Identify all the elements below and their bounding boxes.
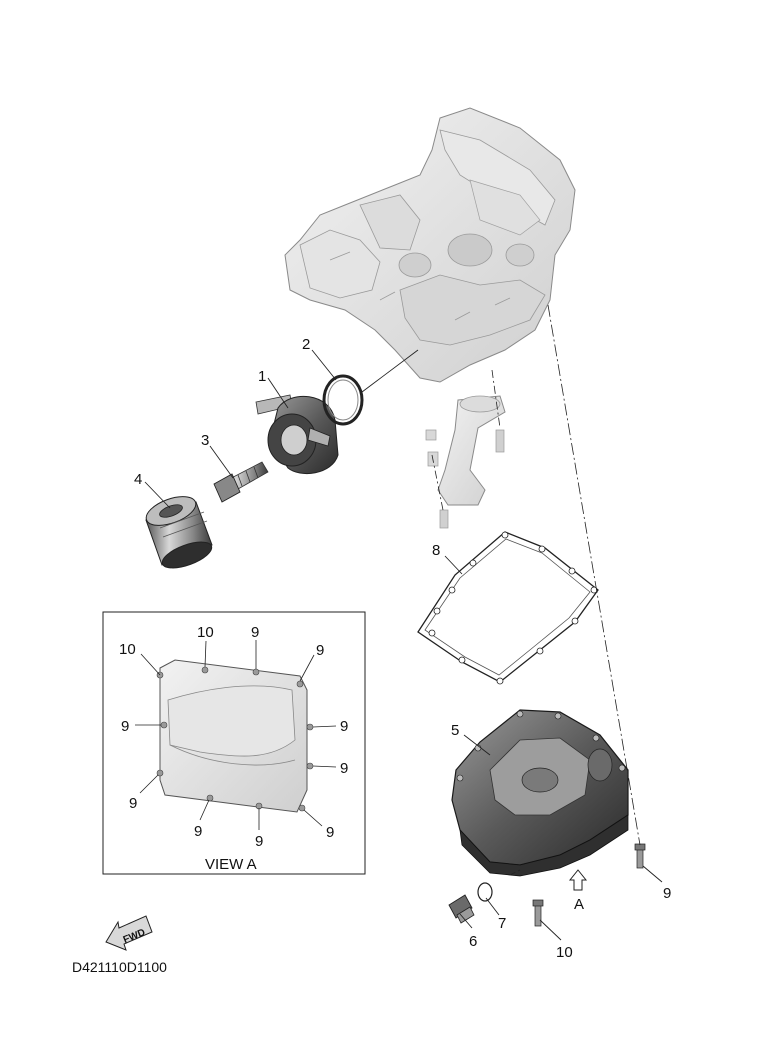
callout-2: 2 (302, 336, 310, 353)
callout-3: 3 (201, 432, 209, 449)
union-bolt-illustration (213, 461, 269, 503)
view-a-label-9-bottom-1: 9 (194, 823, 202, 840)
callout-labels: 1 2 3 4 5 6 7 8 9 10 (134, 336, 671, 961)
view-a-label-9-top: 9 (251, 624, 259, 641)
callout-6: 6 (469, 933, 477, 950)
view-a-label-9-top-right: 9 (316, 642, 324, 659)
view-a-caption: VIEW A (205, 856, 257, 873)
view-a-inset: 10 10 9 9 9 9 9 9 9 9 9 VIEW A (102, 611, 366, 875)
callout-4: 4 (134, 471, 142, 488)
view-a-label-9-right-upper: 9 (340, 718, 348, 735)
o-ring-illustration (322, 374, 364, 426)
view-a-label-9-right-lower: 9 (340, 760, 348, 777)
view-a-label-9-bottom-right: 9 (326, 824, 334, 841)
view-a-arrow: A (568, 869, 588, 913)
callout-9-bolt: 9 (663, 885, 671, 902)
oil-strainer-illustration (425, 395, 506, 529)
crankcase-illustration (284, 107, 576, 383)
callout-5: 5 (451, 722, 459, 739)
bolt-illustration (532, 843, 646, 927)
view-a-label-10-left: 10 (119, 641, 136, 658)
oil-pan-illustration (451, 709, 629, 877)
callout-8: 8 (432, 542, 440, 559)
oil-cooler-illustration (255, 394, 339, 475)
view-a-label-10-top: 10 (197, 624, 214, 641)
fwd-arrow: FWD (105, 915, 153, 951)
view-a-label-9-bottom-left: 9 (129, 795, 137, 812)
leader-lines (144, 304, 663, 941)
drain-gasket-illustration (477, 882, 493, 902)
view-a-label-9-left: 9 (121, 718, 129, 735)
part-code: D421110D1100 (72, 959, 167, 975)
callout-7: 7 (498, 915, 506, 932)
view-a-label-9-bottom-2: 9 (255, 833, 263, 850)
oil-pan-gasket-illustration (417, 531, 599, 685)
drain-bolt-illustration (448, 894, 475, 924)
callout-1: 1 (258, 368, 266, 385)
oil-filter-illustration (145, 496, 213, 569)
callout-10-bolt: 10 (556, 944, 573, 961)
view-a-arrow-label: A (574, 896, 584, 913)
